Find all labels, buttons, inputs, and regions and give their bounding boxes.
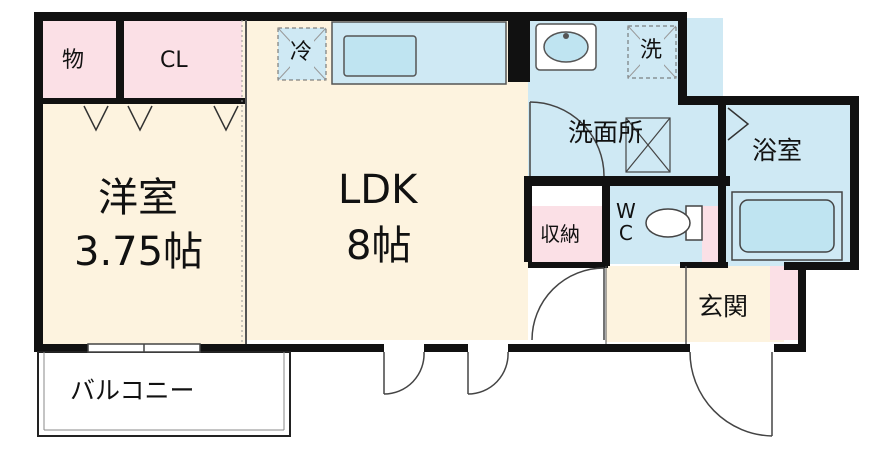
ldk-door	[531, 267, 605, 341]
fridge-space	[277, 27, 327, 81]
kitchen-counter	[331, 21, 507, 85]
bathtub	[731, 191, 843, 261]
western-room-name: 洋室	[98, 175, 178, 221]
exterior-door-1	[383, 351, 425, 395]
entrance-floor	[686, 266, 784, 342]
bathroom-label: 浴室	[752, 136, 803, 165]
washer-label: 洗	[640, 38, 663, 63]
ldk-name: LDK	[338, 167, 418, 213]
interior-walls	[40, 18, 730, 268]
washroom-door	[529, 101, 605, 177]
closet-floor	[124, 20, 242, 100]
closet-door-marks	[83, 105, 239, 132]
floor-drain	[625, 117, 671, 173]
washbasin	[535, 23, 597, 71]
storage-label: 物	[62, 48, 85, 73]
fridge-label: 冷	[290, 40, 313, 65]
western-room-size: 3.75帖	[74, 229, 204, 275]
hall-floor	[606, 266, 686, 342]
exterior-door-2	[467, 351, 509, 395]
closet-storage-floor	[530, 206, 602, 262]
exterior-walls	[34, 12, 859, 352]
balcony	[37, 351, 291, 437]
bathroom-door-mark	[727, 107, 750, 141]
balcony-window	[87, 343, 201, 353]
storage-floor	[42, 20, 118, 100]
entrance-door	[689, 351, 773, 437]
ldk-size: 8帖	[346, 223, 412, 269]
balcony-label: バルコニー	[70, 376, 195, 405]
washer-space	[627, 25, 677, 79]
entrance-shoe-storage	[770, 266, 800, 340]
washroom-label: 洗面所	[568, 118, 644, 147]
closet-label: CL	[160, 48, 188, 73]
toilet	[645, 205, 703, 241]
wc-label: W C	[616, 199, 636, 246]
entrance-label: 玄関	[698, 292, 749, 321]
wc-side-storage	[702, 206, 720, 262]
closet-storage-label: 収納	[540, 222, 580, 246]
